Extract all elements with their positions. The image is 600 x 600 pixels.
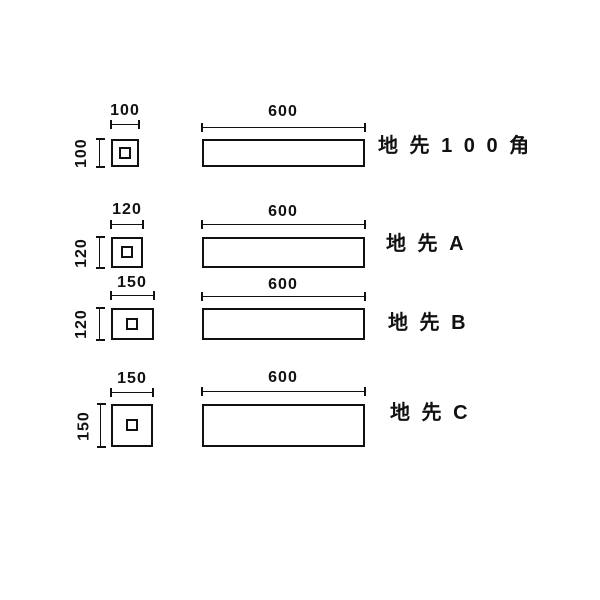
side-view-outline	[202, 237, 365, 268]
section-width-dimension: 150	[117, 370, 147, 387]
section-width-dimension-line	[110, 388, 154, 397]
section-width-dimension-line	[110, 220, 144, 229]
section-width-dimension: 120	[112, 201, 142, 218]
section-width-dimension-line	[110, 120, 140, 129]
section-width-dimension: 150	[117, 274, 147, 291]
product-name-label: 地 先 1 0 0 角	[378, 135, 533, 157]
section-hole-square	[119, 147, 131, 159]
section-hole-square	[126, 419, 138, 431]
section-height-dimension: 120	[73, 238, 90, 268]
product-name-label: 地 先 C	[390, 402, 471, 424]
section-height-dimension: 120	[73, 309, 90, 339]
section-height-dimension-line	[97, 403, 106, 448]
section-hole-square	[121, 246, 133, 258]
section-height-dimension-line	[96, 138, 105, 168]
side-view-outline	[202, 139, 365, 167]
section-width-dimension-line	[110, 291, 155, 300]
section-width-dimension: 100	[110, 102, 140, 119]
length-dimension: 600	[268, 276, 298, 293]
length-dimension-line	[201, 387, 366, 396]
section-height-dimension-line	[96, 236, 105, 269]
side-view-outline	[202, 404, 365, 447]
length-dimension-line	[201, 292, 366, 301]
section-height-dimension: 150	[75, 411, 93, 441]
section-hole-square	[126, 318, 138, 330]
length-dimension: 600	[268, 203, 298, 220]
section-height-dimension-line	[96, 307, 105, 341]
length-dimension-line	[201, 123, 366, 132]
product-name-label: 地 先 B	[388, 312, 469, 334]
length-dimension: 600	[268, 369, 298, 386]
section-height-dimension: 100	[73, 138, 90, 168]
side-view-outline	[202, 308, 365, 340]
product-name-label: 地 先 A	[386, 233, 467, 255]
length-dimension: 600	[268, 103, 298, 120]
length-dimension-line	[201, 220, 366, 229]
